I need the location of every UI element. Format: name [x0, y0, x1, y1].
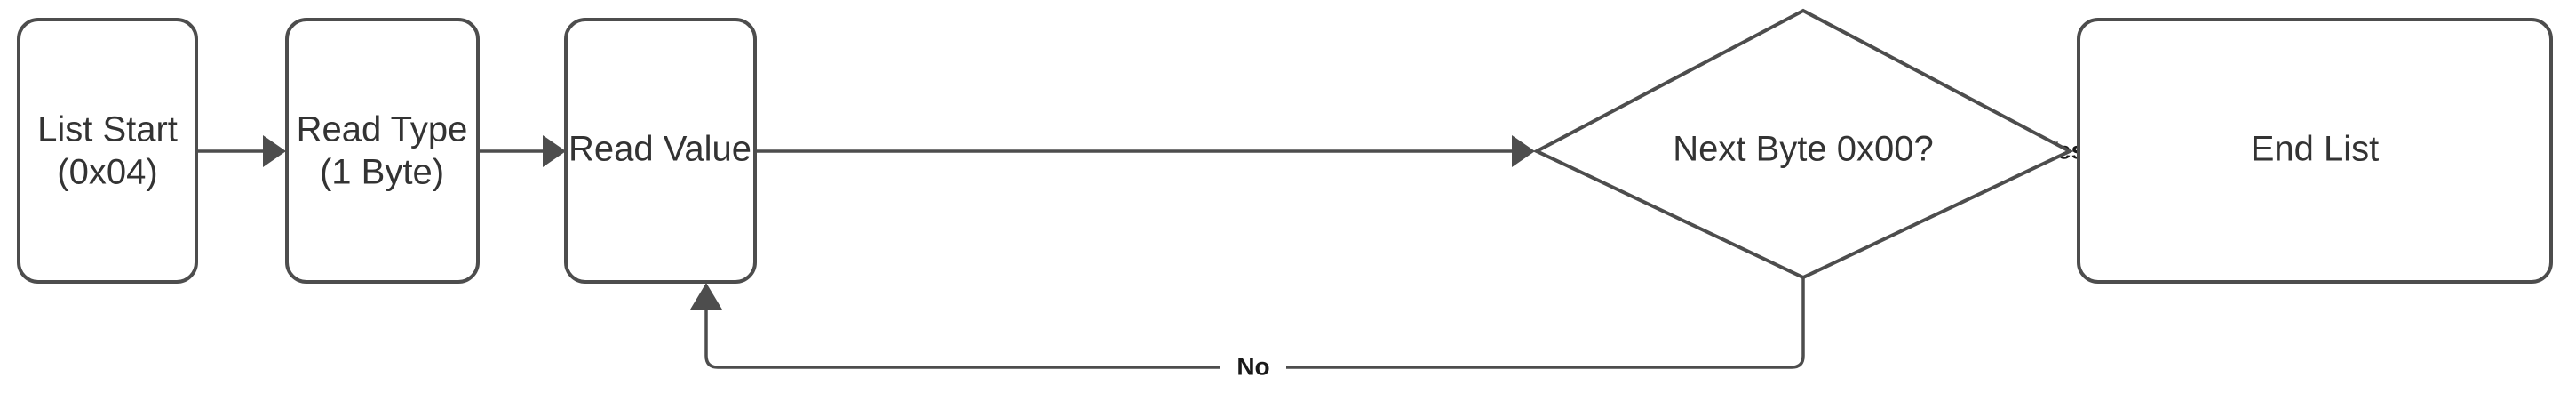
node-next-byte-decision-label: Next Byte 0x00?: [1673, 130, 1934, 169]
node-read-value-shape[interactable]: [564, 18, 757, 284]
node-next-byte-decision[interactable]: Next Byte 0x00?: [1532, 8, 2074, 280]
edge-read-type-to-read-value: [479, 135, 566, 167]
node-end-list[interactable]: End List: [2077, 18, 2553, 284]
node-end-list-shape[interactable]: [2077, 18, 2553, 284]
node-read-type[interactable]: Read Type (1 Byte): [285, 18, 480, 284]
node-read-value-label-line1: Read Value: [568, 130, 751, 169]
node-read-type-label-line2: (1 Byte): [320, 153, 444, 192]
node-list-start-shape[interactable]: [17, 18, 198, 284]
arrowhead-2: [543, 135, 566, 167]
edge-label-no-bg: [1220, 351, 1286, 383]
edge-list-start-to-read-type: [197, 135, 286, 167]
node-read-value[interactable]: Read Value: [564, 18, 757, 284]
node-list-start[interactable]: List Start (0x04): [17, 18, 198, 284]
edge-label-no: No: [1236, 352, 1269, 380]
arrowhead-1: [263, 135, 286, 167]
edge-decision-to-read-type-loop: No: [690, 277, 1805, 383]
node-read-type-label-line1: Read Type: [297, 110, 468, 149]
node-decision-diamond-visible[interactable]: [1532, 8, 2074, 280]
node-read-type-shape[interactable]: [285, 18, 480, 284]
node-list-start-label-line1: List Start: [37, 110, 178, 149]
arrowhead-5: [690, 283, 722, 310]
node-end-list-label-line1: End List: [2251, 130, 2380, 169]
node-list-start-label-line2: (0x04): [57, 153, 157, 192]
arrowhead-3: [1512, 135, 1535, 167]
edge-read-value-to-decision: [756, 135, 1535, 167]
